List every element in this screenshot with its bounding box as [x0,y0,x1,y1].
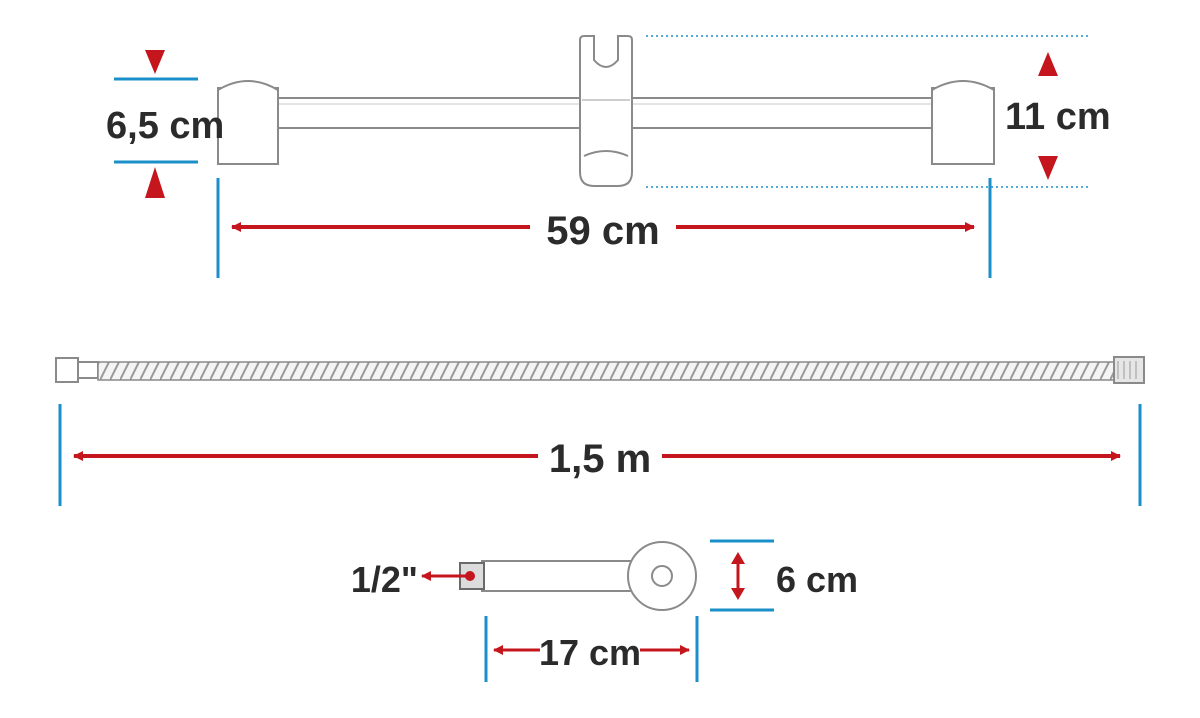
hose-braid [97,361,1115,381]
slide-bar-drawing [217,35,995,187]
hose-nut [55,357,79,383]
bar-length-label: 59 cm [546,209,659,253]
right-wall-mount [931,80,995,165]
arrow-down-icon [145,50,165,74]
hose-cone-end [1113,356,1145,384]
left-wall-mount [217,80,279,165]
hose-length-label: 1,5 m [549,437,651,481]
arrow-up-icon [145,167,165,198]
elbow-outlet [651,565,673,587]
shower-hose-drawing [55,356,1145,384]
elbow-arm [481,560,633,592]
arrow-up-icon [1038,52,1058,76]
arrow-down-icon [731,588,745,600]
hose-ferrule [77,361,99,379]
bar-height-label: 11 cm [1005,96,1111,138]
flange-diameter-label: 6 cm [776,559,858,600]
arm-length-label: 17 cm [539,632,641,673]
sliding-holder [579,35,633,187]
holder-height-label: 6,5 cm [106,105,224,147]
thread-dot-icon [465,571,475,581]
arrow-down-icon [1038,156,1058,180]
arrow-up-icon [731,552,745,564]
thread-size-label: 1/2" [351,559,418,600]
wall-elbow-drawing [459,541,697,611]
